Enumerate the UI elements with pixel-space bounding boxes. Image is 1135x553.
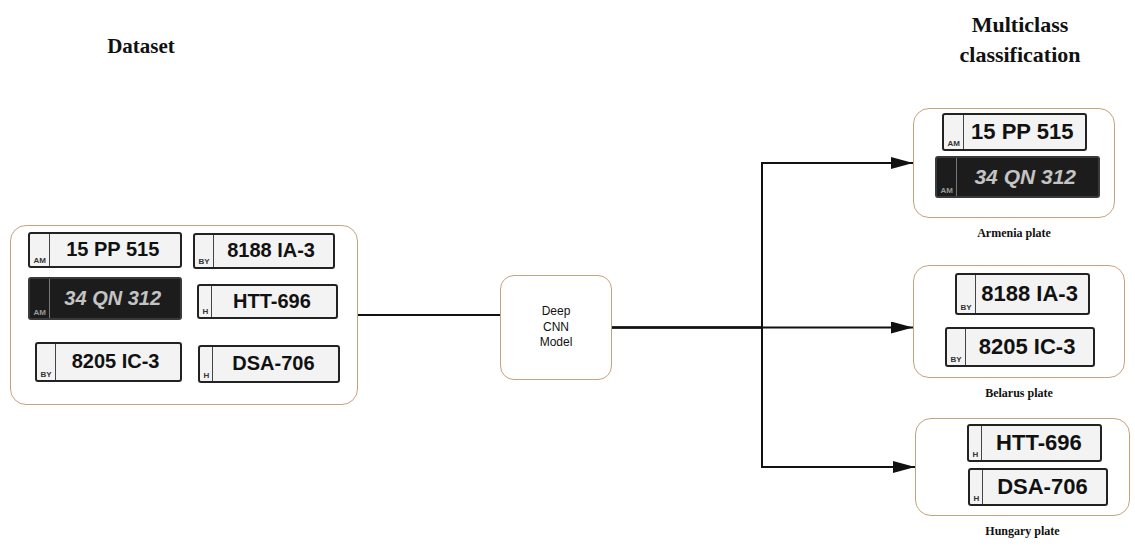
country-code: AM	[33, 279, 50, 318]
license-plate: BY 8188 IA-3	[193, 233, 335, 269]
license-plate: H DSA-706	[198, 345, 340, 383]
license-plate: AM 34 QN 312	[28, 277, 182, 320]
plate-number: HTT-696	[233, 290, 311, 313]
license-plate: H DSA-706	[968, 468, 1108, 506]
class-box: Armenia plateAM15 PP 515AM34 QN 312	[913, 108, 1115, 218]
connector	[612, 328, 915, 468]
license-plate: AM 15 PP 515	[942, 113, 1087, 151]
country-code: H	[972, 426, 983, 460]
model-label: Deep CNN Model	[533, 304, 579, 351]
class-label: Belarus plate	[914, 386, 1124, 401]
country-code: H	[203, 347, 214, 381]
class-box: Hungary plateHHTT-696HDSA-706	[915, 418, 1130, 516]
license-plate: BY 8205 IC-3	[35, 342, 182, 382]
class-label: Armenia plate	[914, 226, 1114, 241]
connector	[612, 163, 913, 328]
section-title: Multiclass classification	[930, 10, 1110, 69]
plate-number: DSA-706	[232, 352, 314, 375]
country-code: BY	[40, 344, 56, 380]
plate-number: 8188 IA-3	[227, 239, 315, 262]
plate-number: 15 PP 515	[971, 119, 1073, 145]
plate-number: DSA-706	[997, 474, 1087, 500]
country-code: BY	[198, 235, 214, 267]
plate-number: 15 PP 515	[66, 238, 159, 261]
country-code: AM	[33, 234, 50, 266]
class-box: Belarus plateBY8188 IA-3BY8205 IC-3	[913, 265, 1125, 378]
country-code: AM	[940, 158, 957, 196]
model-box: Deep CNN Model	[500, 275, 612, 380]
plate-number: 8205 IC-3	[72, 350, 160, 373]
dataset-box: DatasetAM15 PP 515BY8188 IA-3AM34 QN 312…	[10, 225, 358, 405]
plate-number: 34 QN 312	[974, 165, 1076, 189]
heading: Dataset	[56, 34, 226, 59]
plate-number: 34 QN 312	[64, 287, 161, 310]
country-code: BY	[960, 275, 976, 313]
plate-number: 8205 IC-3	[979, 334, 1076, 360]
country-code: BY	[950, 329, 966, 365]
license-plate: H HTT-696	[197, 284, 338, 319]
plate-number: HTT-696	[996, 430, 1082, 456]
license-plate: BY8188 IA-3	[955, 273, 1090, 315]
license-plate: H HTT-696	[967, 424, 1102, 462]
country-code: H	[973, 470, 984, 504]
license-plate: AM 15 PP 515	[28, 232, 182, 268]
country-code: AM	[947, 115, 964, 149]
country-code: H	[202, 286, 213, 317]
license-plate: BY 8205 IC-3	[945, 327, 1095, 367]
connector	[358, 314, 500, 316]
license-plate: AM 34 QN 312	[935, 156, 1100, 198]
class-label: Hungary plate	[916, 524, 1129, 539]
plate-number: 8188 IA-3	[981, 281, 1078, 307]
